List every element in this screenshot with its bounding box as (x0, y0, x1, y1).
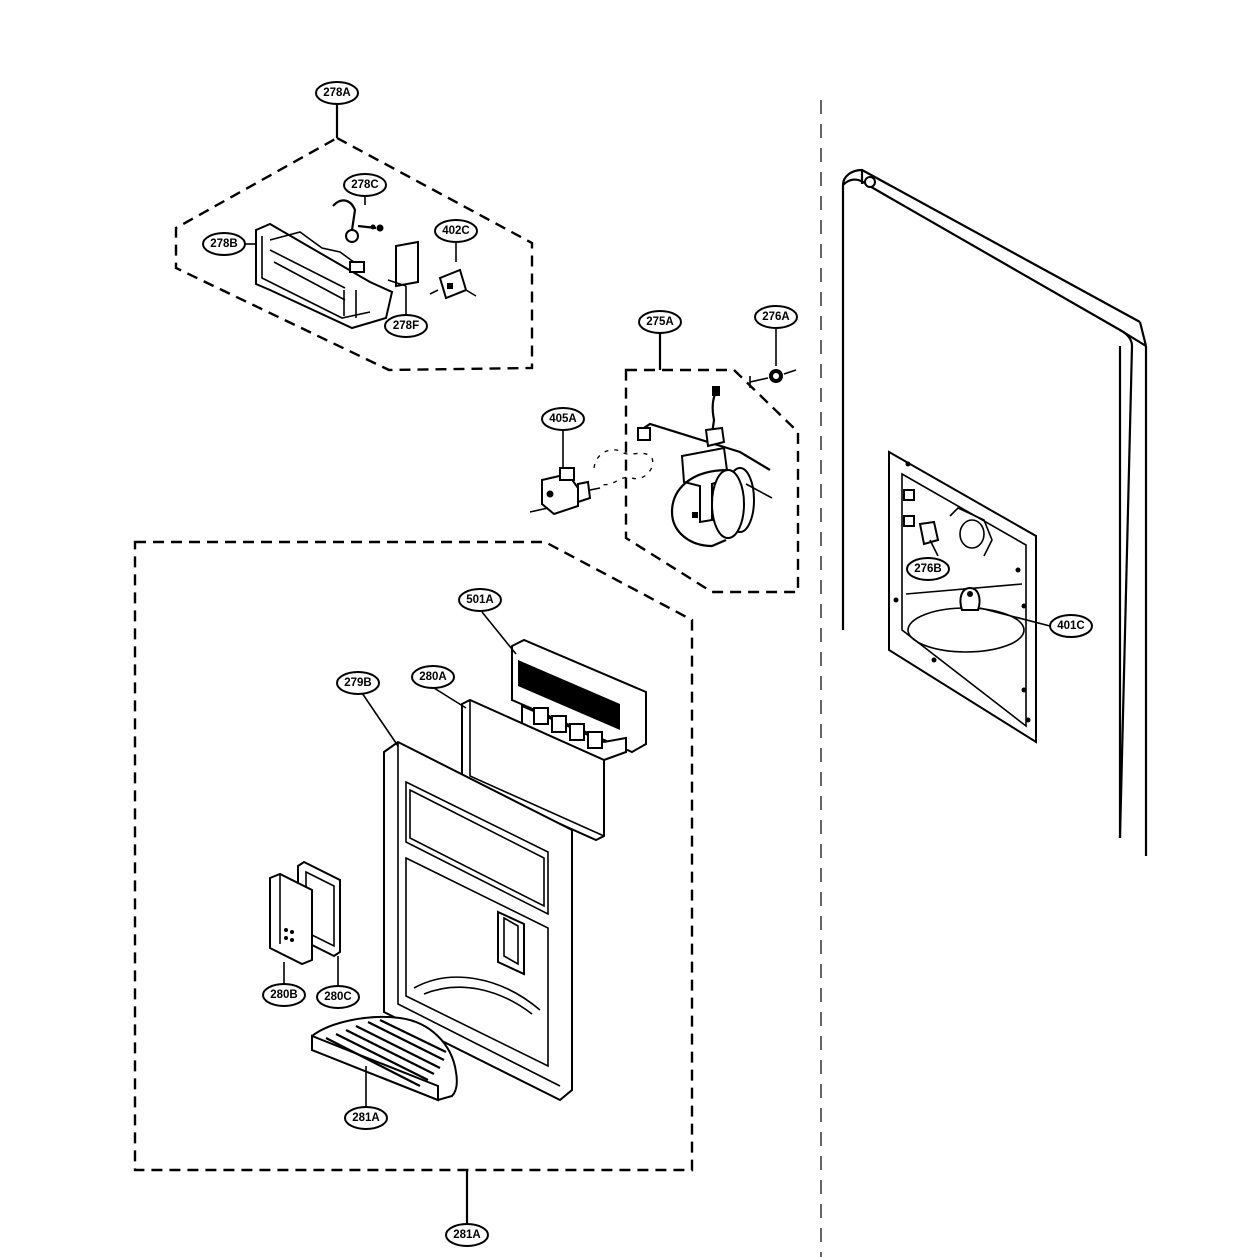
label-402C: 402C (434, 219, 478, 243)
part-281A-tray (311, 1015, 458, 1106)
label-405A-text: 405A (549, 413, 577, 425)
label-276A: 276A (754, 305, 798, 329)
label-501A: 501A (458, 588, 502, 612)
label-281A-outer-text: 281A (453, 1229, 481, 1241)
part-278B-housing (240, 222, 394, 330)
part-276A-spring (749, 328, 797, 388)
label-280C-text: 280C (324, 991, 352, 1003)
part-405A-switch (529, 430, 654, 516)
label-276A-text: 276A (762, 311, 790, 323)
part-279B-frame (359, 689, 573, 1102)
label-280B: 280B (262, 983, 306, 1007)
label-281A-outer: 281A (445, 1223, 489, 1247)
label-401C: 401C (1049, 614, 1093, 638)
label-279B: 279B (336, 671, 380, 695)
part-278C-lever (332, 196, 384, 243)
group-278A: 278A 278C 278B 402C 278F (174, 81, 534, 372)
part-275A-mechanism (637, 386, 773, 548)
label-281A-inner-text: 281A (352, 1112, 380, 1124)
label-401C-text: 401C (1057, 620, 1085, 632)
label-278F-text: 278F (393, 320, 419, 332)
label-279B-text: 279B (344, 677, 372, 689)
label-280A-text: 280A (419, 671, 447, 683)
label-278C-text: 278C (351, 179, 379, 191)
label-276B-text: 276B (914, 563, 942, 575)
label-278A-text: 278A (323, 87, 351, 99)
label-280B-text: 280B (270, 989, 298, 1001)
part-402C-switch (429, 242, 477, 300)
group-281A: 501A 280A 279B 280B 280C 281A 281A (133, 540, 694, 1247)
door-panel: 276B 401C (820, 100, 1148, 1257)
label-280C: 280C (316, 985, 360, 1009)
label-278B-text: 278B (210, 238, 238, 250)
label-275A-text: 275A (646, 316, 674, 328)
label-278F: 278F (384, 314, 428, 338)
label-405A: 405A (541, 407, 585, 431)
label-275A: 275A (638, 310, 682, 334)
group-275A: 275A 276A 405A (529, 305, 800, 594)
label-278C: 278C (343, 173, 387, 197)
label-281A-inner: 281A (344, 1106, 388, 1130)
part-501A-board (481, 611, 647, 762)
label-278A: 278A (315, 81, 359, 105)
label-276B: 276B (906, 557, 950, 581)
label-402C-text: 402C (442, 225, 470, 237)
part-280B-cover (269, 872, 313, 984)
dispenser-recess (888, 450, 1037, 744)
label-280A: 280A (411, 665, 455, 689)
part-278F-plate (387, 240, 419, 315)
label-278B: 278B (202, 232, 246, 256)
label-501A-text: 501A (466, 594, 494, 606)
